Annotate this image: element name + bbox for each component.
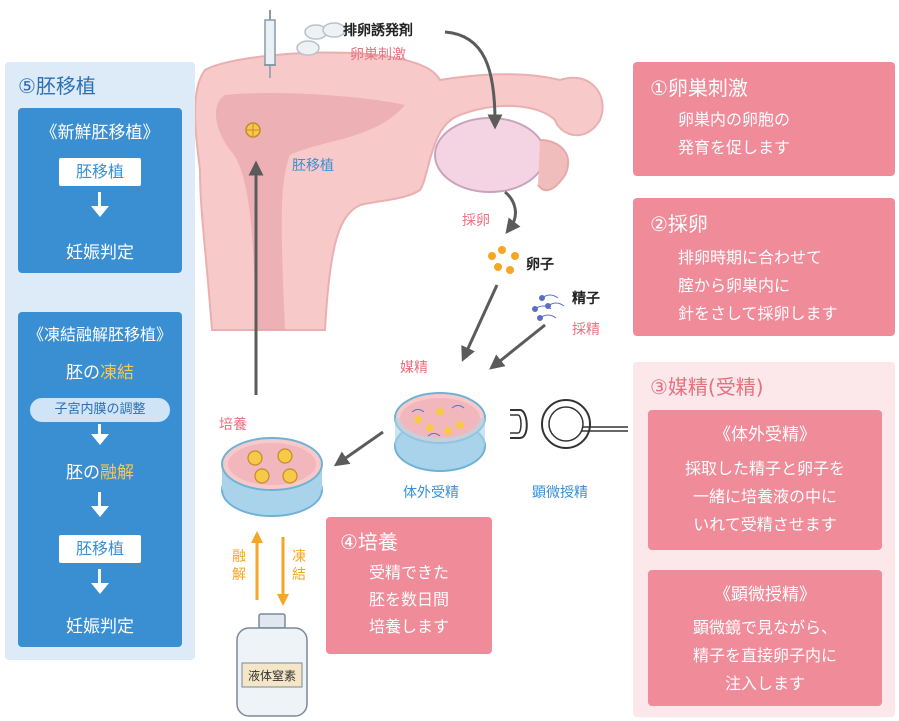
ivf-label: 体外受精 — [403, 482, 459, 502]
culture-dish — [222, 438, 322, 516]
step1-title: ①卵巣刺激 — [650, 72, 748, 101]
step3-title: ③媒精(受精) — [650, 371, 764, 400]
ivf-heading: 《体外受精》 — [648, 420, 882, 445]
sperm-label: 精子 — [572, 288, 600, 308]
insemination-label: 媒精 — [400, 357, 428, 377]
step2-title: ②採卵 — [650, 208, 708, 237]
frozen-step-transfer: 胚移植 — [59, 535, 141, 563]
step2-line: 腟から卵巣内に — [678, 272, 790, 296]
culture-step-title: ④培養 — [340, 526, 398, 555]
ivf-line: 採取した精子と卵子を — [648, 455, 882, 479]
icsi-line: 精子を直接卵子内に — [648, 642, 882, 666]
ovary — [435, 118, 545, 192]
endometrium-pill: 子宮内膜の調整 — [30, 398, 170, 422]
down-arrow-icon — [91, 434, 109, 445]
liquid-nitrogen-bottle — [237, 614, 307, 716]
down-arrow-icon — [91, 206, 109, 217]
sperm-icon — [533, 295, 565, 321]
pills-icon — [297, 23, 345, 55]
eggs-icon — [488, 246, 519, 274]
icsi-line: 注入します — [648, 670, 882, 694]
fimbria — [538, 140, 568, 190]
icsi-illustration — [510, 400, 628, 448]
bottle-label: 液体窒素 — [242, 667, 302, 684]
icsi-line: 顕微鏡で見ながら、 — [648, 614, 882, 638]
frozen-step-pregnancy: 妊娠判定 — [18, 612, 182, 637]
embryo-in-uterus — [246, 123, 260, 137]
culture-step-line: 胚を数日間 — [326, 586, 492, 610]
embryo-transfer-label: 胚移植 — [292, 155, 334, 175]
thaw-step: 胚の融解 — [18, 458, 182, 483]
step2-line: 針をさして採卵します — [678, 300, 838, 324]
egg-label: 卵子 — [526, 254, 554, 274]
arrow-eggs-to-dish — [465, 285, 497, 355]
ivf-line: 一緒に培養液の中に — [648, 483, 882, 507]
ovarian-stim-label: 卵巣刺激 — [350, 44, 406, 64]
egg-retrieval-label: 採卵 — [462, 210, 490, 230]
step1-line: 発育を促します — [678, 134, 790, 158]
arrow-sperm-to-dish — [495, 325, 545, 365]
icsi-heading: 《顕微授精》 — [648, 580, 882, 605]
freeze-step: 胚の凍結 — [18, 358, 182, 383]
icsi-label: 顕微授精 — [532, 482, 588, 502]
sperm-collection-label: 採精 — [572, 319, 600, 339]
fresh-step-pregnancy: 妊娠判定 — [18, 238, 182, 263]
culture-step-line: 培養します — [326, 613, 492, 637]
insemination-dish — [395, 393, 485, 471]
culture-step-line: 受精できた — [326, 559, 492, 583]
ivf-line: いれて受精させます — [648, 511, 882, 535]
thaw-label: 融解 — [232, 548, 248, 584]
freeze-label: 凍結 — [292, 548, 308, 584]
arrow-dish-to-culture — [340, 432, 383, 462]
step1-line: 卵巣内の卵胞の — [678, 106, 790, 130]
culture-label: 培養 — [219, 414, 247, 434]
down-arrow-icon — [91, 506, 109, 517]
panel-title: ⑤胚移植 — [18, 70, 96, 99]
drug-label: 排卵誘発剤 — [343, 20, 413, 40]
down-arrow-icon — [91, 583, 109, 594]
fresh-step-transfer: 胚移植 — [59, 158, 141, 186]
fresh-heading: 《新鮮胚移植》 — [18, 118, 182, 143]
step2-line: 排卵時期に合わせて — [678, 244, 822, 268]
arrow-ovary-to-eggs — [505, 192, 515, 228]
frozen-heading: 《凍結融解胚移植》 — [18, 321, 182, 345]
